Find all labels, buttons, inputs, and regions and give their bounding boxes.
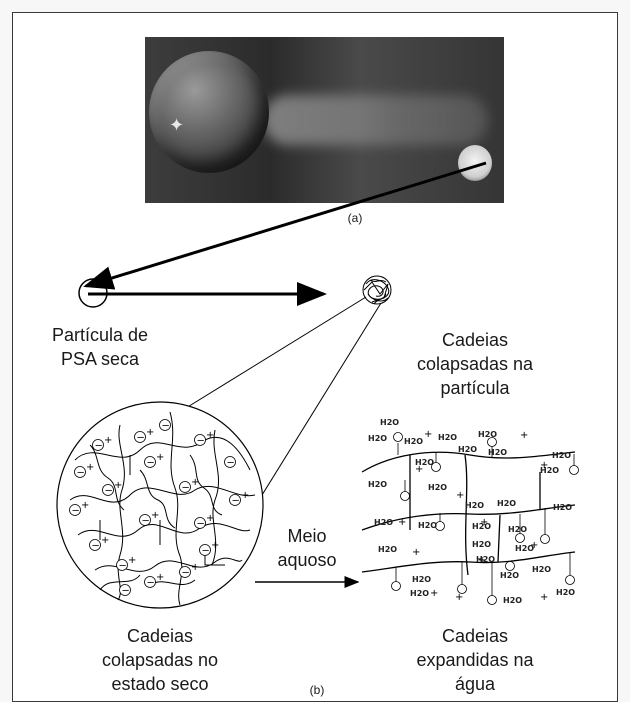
h2o-label: H2O [503, 596, 522, 605]
h2o-label: H2O [368, 480, 387, 489]
h2o-label: H2O [458, 445, 477, 454]
svg-text:+: + [206, 430, 214, 441]
h2o-label: H2O [410, 589, 429, 598]
water-labels: H2O H2O H2O H2O H2O H2O H2O H2O H2O H2O … [368, 418, 575, 605]
svg-text:+: + [101, 535, 109, 546]
svg-text:+: + [424, 429, 432, 440]
h2o-label: H2O [515, 544, 534, 553]
svg-text:+: + [151, 510, 159, 521]
h2o-label: H2O [508, 525, 527, 534]
arrow-photo-to-particle [86, 163, 486, 286]
svg-text:−: − [147, 458, 155, 469]
h2o-label: H2O [368, 434, 387, 443]
svg-text:+: + [191, 562, 199, 573]
svg-text:−: − [147, 578, 155, 589]
h2o-label: H2O [472, 540, 491, 549]
collapsed-chains-particle-label: Cadeias colapsadas na partícula [400, 328, 550, 400]
h2o-label: H2O [552, 451, 571, 460]
h2o-label: H2O [488, 448, 507, 457]
svg-text:−: − [162, 421, 170, 432]
svg-text:+: + [86, 462, 94, 473]
svg-text:+: + [398, 517, 406, 528]
zoom-line-right [254, 303, 381, 508]
h2o-label: H2O [556, 588, 575, 597]
h2o-label: H2O [374, 518, 393, 527]
h2o-label: H2O [532, 565, 551, 574]
svg-text:+: + [128, 555, 136, 566]
svg-text:−: − [142, 516, 150, 527]
svg-text:+: + [114, 480, 122, 491]
svg-text:−: − [227, 458, 235, 469]
h2o-label: H2O [472, 522, 491, 531]
h2o-label: H2O [378, 545, 397, 554]
collapsed-chains-dry-label: Cadeias colapsadas no estado seco [85, 624, 235, 696]
dry-state-chain-circle: −+ −+ − −+ −+ −+ − −+ −+ −+ −+ −+ −+ −+ … [57, 402, 263, 608]
svg-text:+: + [146, 427, 154, 438]
svg-text:+: + [211, 540, 219, 551]
svg-text:−: − [95, 441, 103, 452]
collapsed-chain-ball [363, 276, 391, 304]
svg-text:−: − [202, 546, 210, 557]
svg-text:−: − [182, 568, 190, 579]
svg-text:+: + [191, 477, 199, 488]
svg-text:+: + [520, 430, 528, 441]
svg-text:−: − [182, 483, 190, 494]
h2o-label: H2O [415, 458, 434, 467]
svg-text:−: − [72, 506, 80, 517]
svg-text:−: − [119, 561, 127, 572]
svg-text:−: − [105, 486, 113, 497]
h2o-label: H2O [500, 571, 519, 580]
h2o-label: H2O [478, 430, 497, 439]
svg-text:+: + [156, 572, 164, 583]
svg-text:+: + [456, 490, 464, 501]
aqueous-medium-label: Meio aquoso [262, 524, 352, 572]
svg-text:+: + [206, 513, 214, 524]
svg-text:+: + [156, 452, 164, 463]
svg-text:−: − [122, 586, 130, 597]
expanded-chains-label: Cadeias expandidas na água [400, 624, 550, 696]
svg-text:+: + [540, 592, 548, 603]
h2o-label: H2O [540, 466, 559, 475]
svg-text:−: − [197, 436, 205, 447]
svg-text:−: − [137, 433, 145, 444]
h2o-label: H2O [412, 575, 431, 584]
h2o-label: H2O [438, 433, 457, 442]
svg-text:−: − [77, 468, 85, 479]
svg-text:+: + [241, 490, 249, 501]
h2o-label: H2O [418, 521, 437, 530]
h2o-label: H2O [404, 437, 423, 446]
h2o-label: H2O [553, 503, 572, 512]
svg-text:+: + [455, 592, 463, 603]
dry-particle-label: Partícula de PSA seca [30, 323, 170, 371]
zoom-line-left [186, 297, 366, 408]
h2o-label: H2O [497, 499, 516, 508]
svg-text:+: + [104, 435, 112, 446]
svg-text:−: − [197, 519, 205, 530]
svg-text:+: + [430, 588, 438, 599]
h2o-label: H2O [380, 418, 399, 427]
h2o-label: H2O [428, 483, 447, 492]
svg-text:−: − [232, 496, 240, 507]
h2o-label: H2O [465, 501, 484, 510]
panel-b-label: (b) [302, 678, 332, 702]
svg-text:+: + [81, 500, 89, 511]
svg-text:−: − [92, 541, 100, 552]
h2o-label: H2O [476, 555, 495, 564]
svg-text:+: + [412, 547, 420, 558]
